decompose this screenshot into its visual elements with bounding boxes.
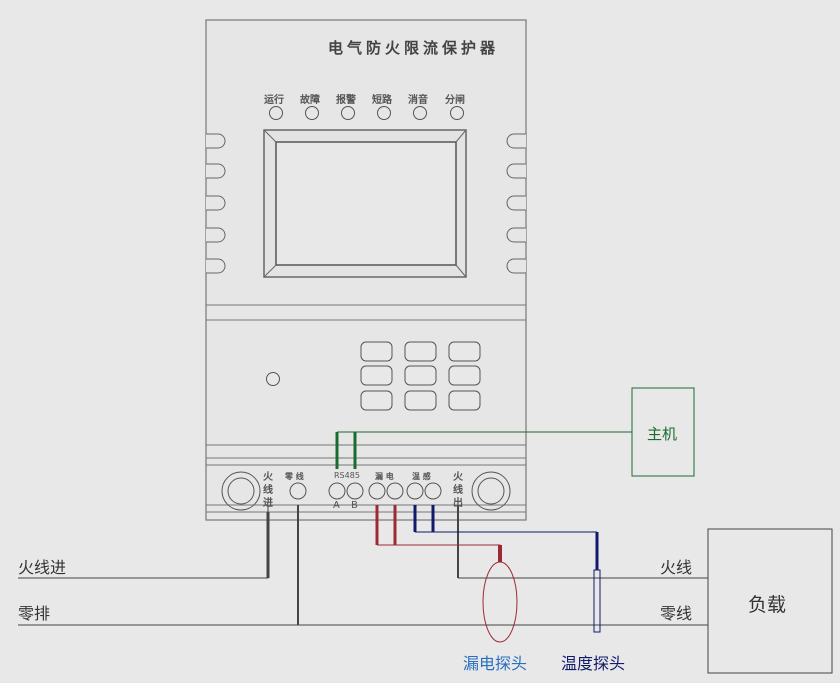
label-fire-in: 火 线 进 bbox=[263, 472, 273, 509]
load-label: 负载 bbox=[748, 594, 787, 616]
label-fire-out: 火 线 出 bbox=[453, 472, 463, 509]
indicator-alarm: 报警 bbox=[336, 95, 356, 106]
keypad bbox=[266, 341, 481, 411]
indicator-run: 运行 bbox=[264, 95, 284, 106]
power-wires bbox=[18, 505, 708, 626]
side-clips bbox=[206, 133, 526, 274]
neutral-label: 零线 bbox=[660, 604, 693, 623]
label-temp-terminal: 温 感 bbox=[412, 472, 431, 481]
temp-wires bbox=[413, 505, 601, 633]
fire-in-label: 火线进 bbox=[18, 558, 67, 577]
indicator-fault: 故障 bbox=[300, 95, 320, 106]
rs485-wires bbox=[335, 431, 632, 469]
label-neutral-terminal: 零 线 bbox=[285, 472, 304, 481]
label-b: B bbox=[351, 500, 358, 511]
label-leakage-terminal: 漏 电 bbox=[375, 472, 394, 481]
terminals bbox=[221, 471, 511, 511]
temperature-probe-label: 温度探头 bbox=[561, 654, 626, 673]
load-box bbox=[707, 528, 833, 674]
temperature-probe bbox=[593, 569, 601, 633]
host-box bbox=[631, 387, 695, 477]
fire-label: 火线 bbox=[660, 558, 693, 577]
label-a: A bbox=[333, 500, 340, 511]
host-label: 主机 bbox=[647, 425, 678, 443]
leakage-probe-label: 漏电探头 bbox=[463, 654, 528, 673]
indicator-mute: 消音 bbox=[408, 95, 428, 106]
indicator-trip: 分闸 bbox=[445, 95, 465, 106]
device-title: 电气防火限流保护器 bbox=[328, 39, 500, 57]
indicator-short: 短路 bbox=[372, 95, 392, 106]
neutral-bar-label: 零排 bbox=[18, 604, 51, 623]
leakage-probe bbox=[482, 561, 518, 643]
leakage-wires bbox=[375, 505, 518, 643]
label-rs485: RS485 bbox=[334, 471, 360, 480]
indicator-leds bbox=[269, 106, 464, 120]
lcd-screen bbox=[263, 129, 467, 278]
